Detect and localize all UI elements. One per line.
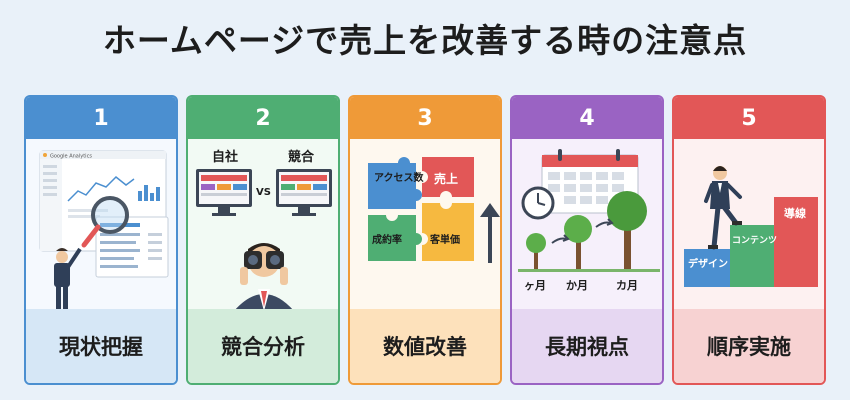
piece-access-count: アクセス数 [374,171,424,184]
piece-sales: 売上 [434,171,458,186]
competitor-label: 競合 [288,149,315,165]
card-label: 順序実施 [674,309,824,383]
card-3: 3 アクセス数 売上 成約率 客単価 数値改善 [348,95,502,385]
card-1: 1 Google Analytics [24,95,178,385]
card-label: 長期視点 [512,309,662,383]
analytics-dashboard-icon: Google Analytics [26,139,176,311]
step-flow: 導線 [784,206,806,220]
card-number: 5 [674,97,824,139]
binoculars-competitor-icon: 自社 競合 VS [188,139,338,311]
cards-row: 1 Google Analytics [24,95,828,385]
card-label: 現状把握 [26,309,176,383]
step-content: コンテンツ [732,235,777,246]
card-4: 4 [510,95,664,385]
card-5: 5 デザイン コンテンツ 導線 [672,95,826,385]
card-number: 3 [350,97,500,139]
piece-conversion-rate: 成約率 [372,233,402,246]
card-number: 4 [512,97,662,139]
card-number: 2 [188,97,338,139]
app-name: Google Analytics [50,154,92,160]
puzzle-metrics-icon: アクセス数 売上 成約率 客単価 [350,139,500,311]
card-2: 2 自社 競合 VS [186,95,340,385]
stairs-steps-icon: デザイン コンテンツ 導線 [674,139,824,311]
page-title: ホームページで売上を改善する時の注意点 [102,21,748,60]
card-label: 競合分析 [188,309,338,383]
card-number: 1 [26,97,176,139]
month-label-3: カ月 [616,279,638,292]
card-label: 数値改善 [350,309,500,383]
calendar-growth-icon: ヶ月 か月 カ月 [512,139,662,311]
vs-label: VS [256,187,271,198]
month-label-1: ヶ月 [524,279,546,292]
own-company-label: 自社 [212,149,238,165]
month-label-2: か月 [566,279,588,292]
step-design: デザイン [688,257,728,270]
piece-average-order: 客単価 [429,233,460,246]
